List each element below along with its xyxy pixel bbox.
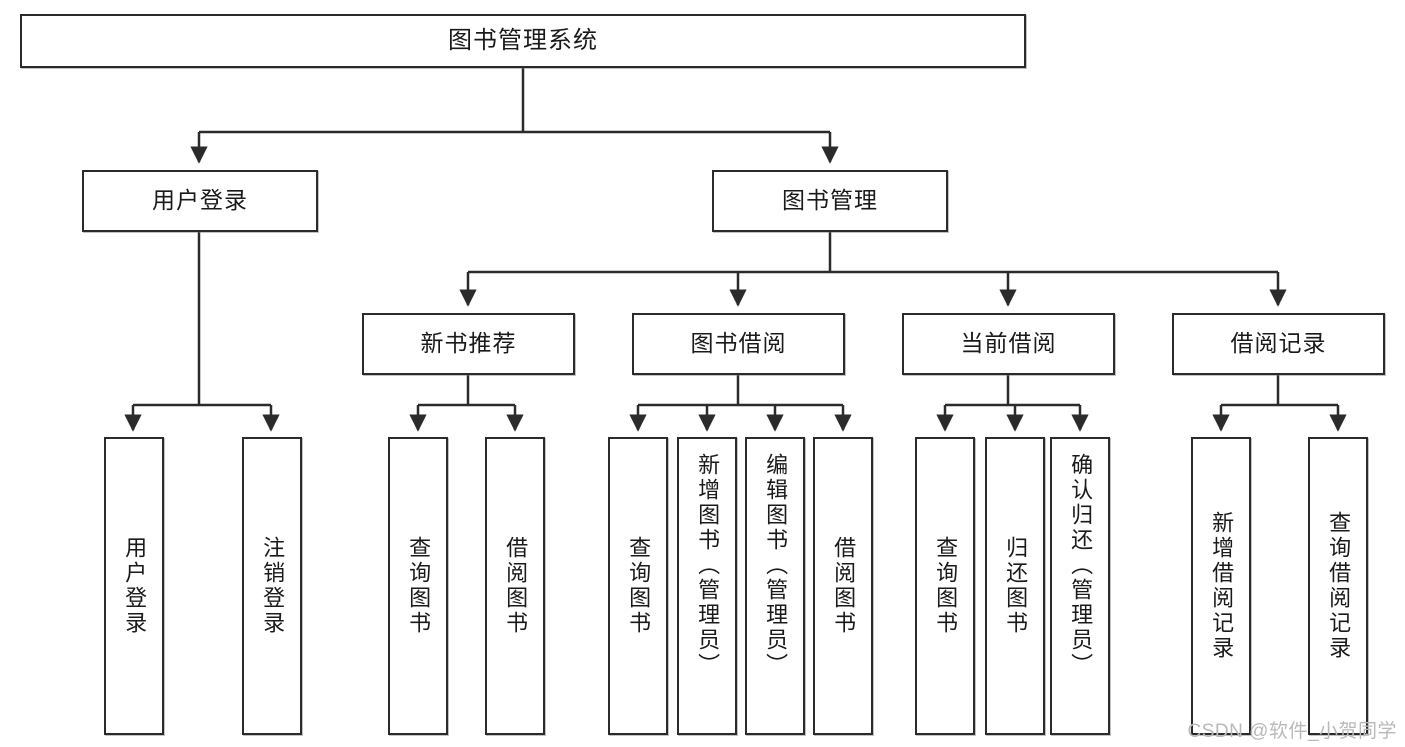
node-root-system[interactable]: 图书管理系统 <box>20 14 1026 68</box>
node-book-borrow[interactable]: 图书借阅 <box>632 313 845 375</box>
leaf-logout[interactable]: 注销登录 <box>242 437 302 735</box>
node-label: 借阅图书 <box>831 536 857 636</box>
leaf-query-borrow-record[interactable]: 查询借阅记录 <box>1308 437 1368 735</box>
node-current-borrow[interactable]: 当前借阅 <box>902 313 1115 375</box>
node-label: 图书管理系统 <box>448 26 598 54</box>
leaf-query-book-current[interactable]: 查询图书 <box>915 437 975 735</box>
node-label: 确认归还（管理员） <box>1068 453 1094 678</box>
node-label: 当前借阅 <box>960 330 1057 357</box>
node-label: 新增图书（管理员） <box>695 453 721 678</box>
node-new-book-recommend[interactable]: 新书推荐 <box>362 313 575 375</box>
leaf-borrow-book[interactable]: 借阅图书 <box>813 437 873 735</box>
leaf-query-book-recommend[interactable]: 查询图书 <box>388 437 448 735</box>
leaf-query-book-borrow[interactable]: 查询图书 <box>608 437 668 735</box>
leaf-edit-book[interactable]: 编辑图书（管理员） <box>745 437 805 735</box>
node-label: 编辑图书（管理员） <box>763 453 789 678</box>
node-label: 查询图书 <box>626 536 652 636</box>
leaf-return-book[interactable]: 归还图书 <box>985 437 1045 735</box>
node-label: 用户登录 <box>152 187 248 214</box>
csdn-watermark: CSDN @软件_小贺同学 <box>1187 721 1397 742</box>
leaf-user-login[interactable]: 用户登录 <box>104 437 164 735</box>
leaf-confirm-return[interactable]: 确认归还（管理员） <box>1050 437 1110 735</box>
node-label: 注销登录 <box>260 536 286 636</box>
node-label: 图书管理 <box>782 187 878 214</box>
node-label: 查询借阅记录 <box>1326 511 1352 661</box>
node-label: 借阅图书 <box>503 536 529 636</box>
leaf-add-borrow-record[interactable]: 新增借阅记录 <box>1191 437 1251 735</box>
node-label: 新书推荐 <box>420 330 517 357</box>
node-user-login[interactable]: 用户登录 <box>82 170 318 232</box>
node-label: 归还图书 <box>1003 536 1029 636</box>
node-book-management[interactable]: 图书管理 <box>712 170 948 232</box>
node-label: 查询图书 <box>933 536 959 636</box>
leaf-borrow-book-recommend[interactable]: 借阅图书 <box>485 437 545 735</box>
node-label: 借阅记录 <box>1230 330 1327 357</box>
node-label: 新增借阅记录 <box>1209 511 1235 661</box>
node-label: 图书借阅 <box>690 330 787 357</box>
node-label: 用户登录 <box>122 536 148 636</box>
node-borrow-record[interactable]: 借阅记录 <box>1172 313 1385 375</box>
node-label: 查询图书 <box>406 536 432 636</box>
leaf-add-book[interactable]: 新增图书（管理员） <box>677 437 737 735</box>
